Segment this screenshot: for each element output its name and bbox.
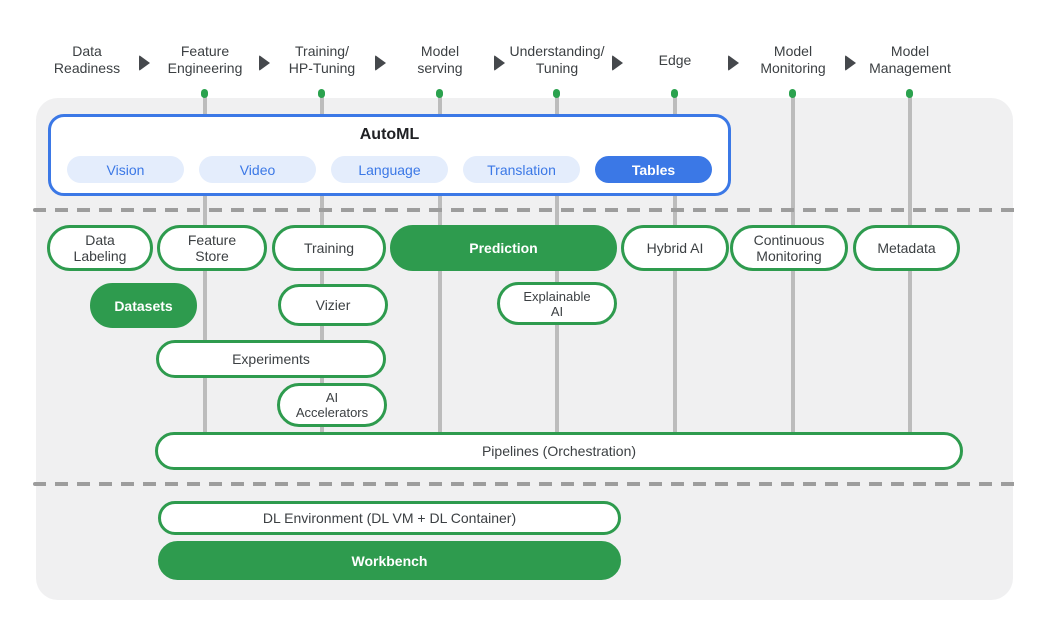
- connector-dot: [906, 89, 913, 98]
- component-dl-environment: DL Environment (DL VM + DL Container): [158, 501, 621, 535]
- dashed-divider-top: [33, 208, 1023, 212]
- stage-label-edge: Edge: [658, 51, 692, 68]
- stage-label-data-readiness: Data Readiness: [53, 43, 121, 76]
- automl-tab-row: Vision Video Language Translation Tables: [67, 156, 712, 183]
- stage-label-model-serving: Model serving: [417, 43, 463, 76]
- dashed-divider-bottom: [33, 482, 1023, 486]
- stage-label-model-management: Model Management: [869, 43, 951, 76]
- component-datasets: Datasets: [90, 283, 197, 328]
- component-ai-accelerators: AI Accelerators: [277, 383, 387, 427]
- component-continuous-monitoring: Continuous Monitoring: [730, 225, 848, 271]
- flow-arrow-icon: [612, 55, 623, 71]
- component-feature-store: Feature Store: [157, 225, 267, 271]
- component-experiments: Experiments: [156, 340, 386, 378]
- connector-dot: [789, 89, 796, 98]
- connector-dot: [318, 89, 325, 98]
- connector-dot: [201, 89, 208, 98]
- automl-title: AutoML: [359, 126, 420, 143]
- flow-arrow-icon: [375, 55, 386, 71]
- automl-tab-language: Language: [331, 156, 448, 183]
- stage-label-feature-engineering: Feature Engineering: [167, 43, 243, 76]
- automl-tab-vision: Vision: [67, 156, 184, 183]
- flow-arrow-icon: [728, 55, 739, 71]
- stage-label-training-hp-tuning: Training/ HP-Tuning: [288, 43, 356, 76]
- flow-arrow-icon: [845, 55, 856, 71]
- stage-label-model-monitoring: Model Monitoring: [760, 43, 826, 76]
- component-pipelines: Pipelines (Orchestration): [155, 432, 963, 470]
- automl-tab-tables: Tables: [595, 156, 712, 183]
- component-vizier: Vizier: [278, 284, 388, 326]
- component-training: Training: [272, 225, 386, 271]
- connector-dot: [553, 89, 560, 98]
- component-workbench: Workbench: [158, 541, 621, 580]
- connector-dot: [436, 89, 443, 98]
- automl-box: AutoML Vision Video Language Translation…: [48, 114, 731, 196]
- component-explainable-ai: Explainable AI: [497, 282, 617, 325]
- automl-tab-video: Video: [199, 156, 316, 183]
- connector-dot: [671, 89, 678, 98]
- flow-arrow-icon: [259, 55, 270, 71]
- automl-tab-translation: Translation: [463, 156, 580, 183]
- flow-arrow-icon: [139, 55, 150, 71]
- component-metadata: Metadata: [853, 225, 960, 271]
- component-hybrid-ai: Hybrid AI: [621, 225, 729, 271]
- stage-label-understanding-tuning: Understanding/ Tuning: [509, 43, 605, 76]
- flow-arrow-icon: [494, 55, 505, 71]
- component-data-labeling: Data Labeling: [47, 225, 153, 271]
- component-prediction: Prediction: [390, 225, 617, 271]
